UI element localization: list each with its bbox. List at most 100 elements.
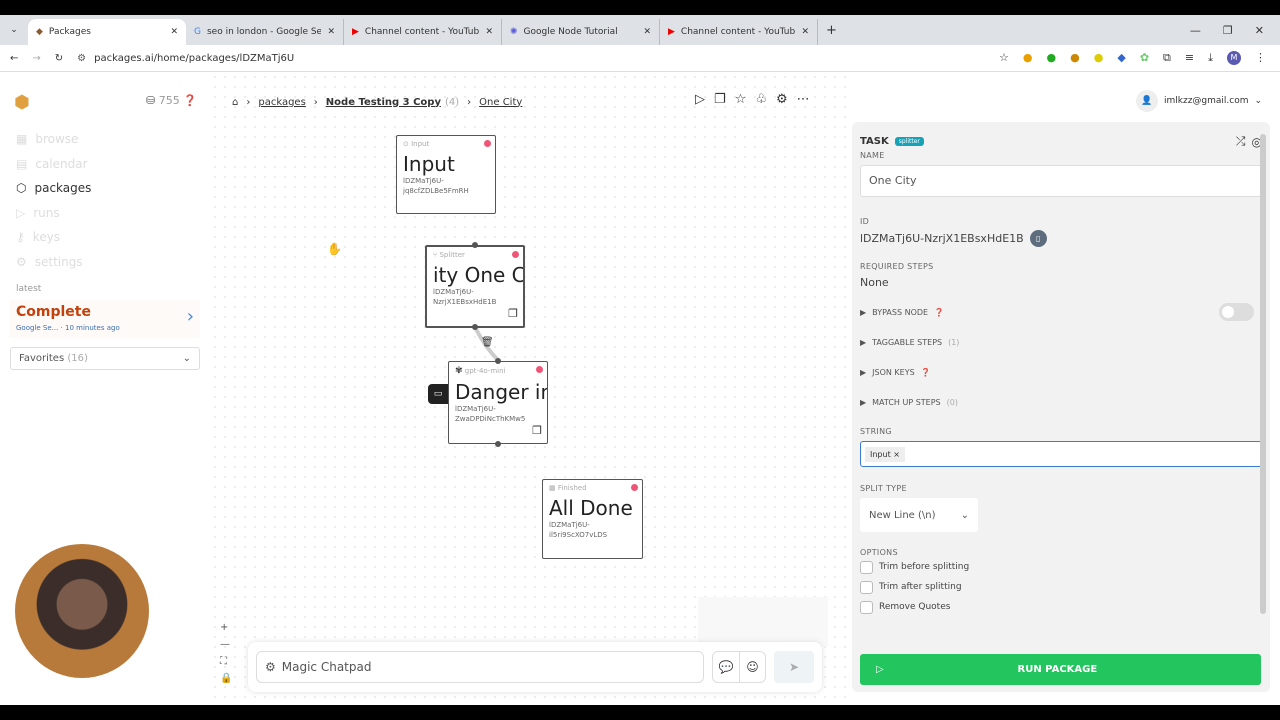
close-icon[interactable]: ✕: [327, 27, 335, 37]
zoom-in-icon[interactable]: +: [220, 622, 229, 633]
handle-bottom[interactable]: [472, 324, 478, 330]
string-chip[interactable]: Input ×: [865, 446, 905, 462]
sidebar-item-keys[interactable]: ⚷keys: [16, 230, 61, 245]
bypass-toggle[interactable]: [1219, 303, 1254, 321]
taggable-steps-section[interactable]: ▶ TAGGABLE STEPS(1): [860, 337, 960, 347]
checkbox[interactable]: [860, 600, 873, 614]
url-input[interactable]: packages.ai/home/packages/lDZMaTj6U: [94, 52, 295, 64]
minimap[interactable]: [698, 597, 828, 647]
download-icon[interactable]: ⤓: [1208, 51, 1213, 64]
lock-icon[interactable]: 🔒: [220, 673, 233, 684]
webhook-icon[interactable]: ♧: [755, 92, 767, 107]
extension-icon[interactable]: ●: [1093, 51, 1104, 64]
sidebar-item-packages[interactable]: ⬡packages: [16, 181, 92, 196]
handle-top[interactable]: [472, 242, 478, 248]
handle-bottom[interactable]: [495, 441, 501, 447]
run-package-button[interactable]: ▷RUN PACKAGE: [860, 654, 1261, 685]
close-icon[interactable]: ✕: [801, 27, 809, 37]
restore-icon[interactable]: ❐: [1222, 23, 1233, 37]
minimize-icon[interactable]: —: [1189, 23, 1201, 37]
sidebar-item-settings[interactable]: ⚙settings: [16, 254, 83, 269]
settings-icon[interactable]: ⚙: [775, 92, 788, 107]
node-delete-icon[interactable]: [631, 484, 638, 491]
chatpad-input[interactable]: ⚙Magic Chatpad: [256, 651, 704, 683]
copy-id-button[interactable]: ▯: [1029, 230, 1047, 247]
option-remove-quotes[interactable]: Remove Quotes: [860, 597, 1262, 617]
node-delete-icon[interactable]: [484, 140, 491, 147]
help-icon[interactable]: ❓: [920, 367, 931, 377]
edge-splitter-gpt[interactable]: [473, 326, 500, 362]
duplicate-icon[interactable]: ❐: [508, 307, 518, 320]
node-delete-icon[interactable]: [512, 251, 519, 258]
site-info-icon[interactable]: ⚙: [77, 52, 87, 64]
node-finished[interactable]: ▦ Finished All Done lDZMaTj6U-il5ri9ScXO…: [542, 479, 643, 559]
close-icon[interactable]: ✕: [485, 27, 493, 37]
emoji-icon[interactable]: ☺: [739, 652, 765, 682]
home-icon[interactable]: ⌂: [232, 96, 239, 108]
chevron-right-icon[interactable]: ›: [186, 306, 194, 327]
menu-icon[interactable]: ⋮: [1255, 51, 1266, 64]
node-gpt[interactable]: ✾ gpt-4o-mini Danger in lDZMaTj6U-ZwaDPD…: [448, 361, 548, 444]
tab-youtube-1[interactable]: ▶Channel content - YouTube Stu✕: [344, 19, 502, 45]
latest-run-card[interactable]: Complete Google Se... · 10 minutes ago ›: [10, 300, 200, 338]
breadcrumb-package[interactable]: Node Testing 3 Copy: [325, 96, 441, 108]
sidebar-item-browse[interactable]: ▦browse: [16, 132, 79, 147]
node-input[interactable]: ⊙ Input Input lDZMaTj6U-jq8cfZDLBe5FmRH: [396, 135, 496, 214]
checkbox[interactable]: [860, 580, 873, 594]
extension-icon[interactable]: ◆: [1117, 51, 1126, 64]
help-icon[interactable]: ❓: [934, 307, 945, 317]
remove-chip-icon[interactable]: ×: [893, 449, 900, 459]
tab-youtube-2[interactable]: ▶Channel content - YouTube Stu✕: [660, 19, 818, 45]
favorites-dropdown[interactable]: Favorites (16)⌄: [10, 347, 200, 370]
bookmark-star-icon[interactable]: ☆: [999, 51, 1009, 64]
breadcrumb-packages[interactable]: packages: [258, 96, 306, 108]
extension-icon[interactable]: ●: [1046, 51, 1057, 64]
node-side-tab[interactable]: ▭: [428, 384, 448, 404]
bypass-node-section[interactable]: ▶ BYPASS NODE❓: [860, 297, 1262, 327]
json-keys-section[interactable]: ▶ JSON KEYS❓: [860, 367, 931, 377]
tab-google-node[interactable]: ✺Google Node Tutorial✕: [502, 19, 660, 45]
star-icon[interactable]: ☆: [734, 92, 747, 107]
tab-search-icon[interactable]: ⌄: [10, 25, 18, 35]
duplicate-icon[interactable]: ❐: [532, 424, 542, 437]
send-icon[interactable]: ➤: [774, 651, 814, 683]
user-menu[interactable]: 👤imlkzz@gmail.com⌄: [1136, 90, 1262, 112]
forward-icon[interactable]: →: [32, 52, 41, 64]
name-input[interactable]: One City: [860, 165, 1262, 197]
node-delete-icon[interactable]: [536, 366, 543, 373]
tab-packages[interactable]: ◆Packages✕: [28, 19, 186, 45]
profile-avatar[interactable]: M: [1227, 51, 1241, 65]
chat-bubble-icon[interactable]: 💬: [718, 660, 734, 674]
string-input[interactable]: Input ×: [860, 441, 1262, 467]
back-icon[interactable]: ←: [10, 52, 19, 64]
close-window-icon[interactable]: ✕: [1254, 23, 1264, 37]
extension-icon[interactable]: ●: [1070, 51, 1080, 64]
node-splitter[interactable]: ⑂ Splitter ity One C lDZMaTj6U-NzrjX1EBs…: [425, 245, 525, 328]
panel-scrollbar[interactable]: [1260, 134, 1266, 614]
sidebar-item-runs[interactable]: ▷runs: [16, 205, 60, 220]
reload-icon[interactable]: ↻: [54, 52, 64, 64]
delete-edge-icon[interactable]: 🗑: [481, 337, 494, 348]
more-icon[interactable]: ⋯: [796, 92, 810, 107]
fit-view-icon[interactable]: ⛶: [220, 656, 227, 667]
breadcrumb-current[interactable]: One City: [479, 96, 523, 108]
new-tab-button[interactable]: +: [826, 22, 837, 38]
extensions-puzzle-icon[interactable]: ⧉: [1163, 51, 1171, 64]
option-trim-after[interactable]: Trim after splitting: [860, 577, 1262, 597]
handle-top[interactable]: [495, 358, 501, 364]
close-icon[interactable]: ✕: [643, 27, 651, 37]
flow-canvas[interactable]: 🗑 ✋ ⊙ Input Input lDZMaTj6U-jq8cfZDLBe5F…: [210, 72, 850, 705]
checkbox[interactable]: [860, 560, 873, 574]
copy-icon[interactable]: ❐: [714, 92, 726, 107]
close-icon[interactable]: ✕: [170, 27, 178, 37]
extension-icon[interactable]: ✿: [1139, 51, 1150, 64]
target-icon[interactable]: ◎: [1251, 134, 1262, 149]
run-play-icon[interactable]: ▷: [695, 92, 705, 107]
reading-list-icon[interactable]: ≡: [1184, 51, 1195, 64]
extension-icon[interactable]: ●: [1022, 51, 1033, 64]
shuffle-icon[interactable]: ⤮: [1235, 134, 1246, 148]
match-up-steps-section[interactable]: ▶ MATCH UP STEPS(0): [860, 397, 958, 407]
zoom-out-icon[interactable]: —: [220, 639, 230, 650]
option-trim-before[interactable]: Trim before splitting: [860, 557, 1262, 577]
split-type-select[interactable]: New Line (\n)⌄: [860, 498, 978, 532]
